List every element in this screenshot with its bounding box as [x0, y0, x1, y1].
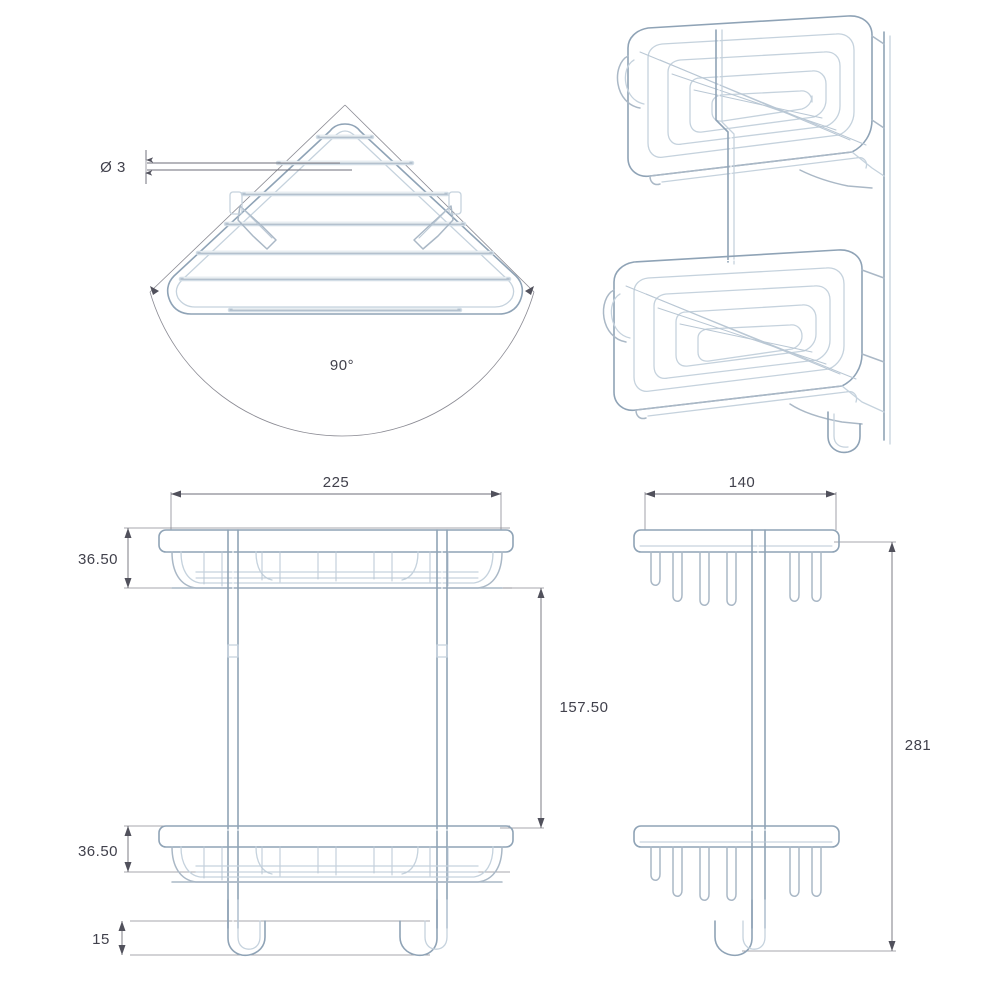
width-label: 225 [323, 474, 350, 491]
upper-shelf-height-label: 36.50 [78, 551, 118, 568]
side-hook [714, 899, 766, 957]
side-lower-shelf [633, 825, 840, 901]
hook-length-dimension: 15 [92, 920, 430, 956]
iso-upper-tier [616, 15, 885, 189]
corner-angle-label: 90° [330, 357, 354, 374]
plan-mounting-clips [229, 191, 462, 250]
iso-wall-bracket [883, 31, 891, 445]
iso-lower-tier [602, 249, 885, 454]
front-hooks [227, 899, 448, 957]
width-dimension: 225 [170, 474, 502, 530]
total-height-label: 281 [905, 737, 932, 754]
side-upper-wire-ends [650, 551, 822, 606]
side-upper-shelf [633, 529, 840, 606]
side-center-post [751, 529, 766, 929]
iso-center-post [715, 29, 735, 265]
diameter-dimension: Ø 3 [100, 150, 352, 184]
depth-label: 140 [729, 474, 756, 491]
front-support-posts [227, 529, 448, 929]
plan-wire-bars [178, 134, 512, 313]
side-lower-wire-ends [650, 846, 822, 901]
front-lower-shelf [158, 825, 514, 883]
angle-sector-guide [149, 104, 535, 437]
lower-shelf-height-label: 36.50 [78, 843, 118, 860]
depth-dimension: 140 [644, 474, 837, 530]
total-height-dimension: 281 [742, 541, 932, 952]
tier-spacing-dimension: 157.50 [500, 587, 609, 829]
hook-length-label: 15 [92, 931, 110, 948]
tier-spacing-label: 157.50 [560, 699, 609, 716]
wire-diameter-label: Ø 3 [100, 159, 126, 176]
